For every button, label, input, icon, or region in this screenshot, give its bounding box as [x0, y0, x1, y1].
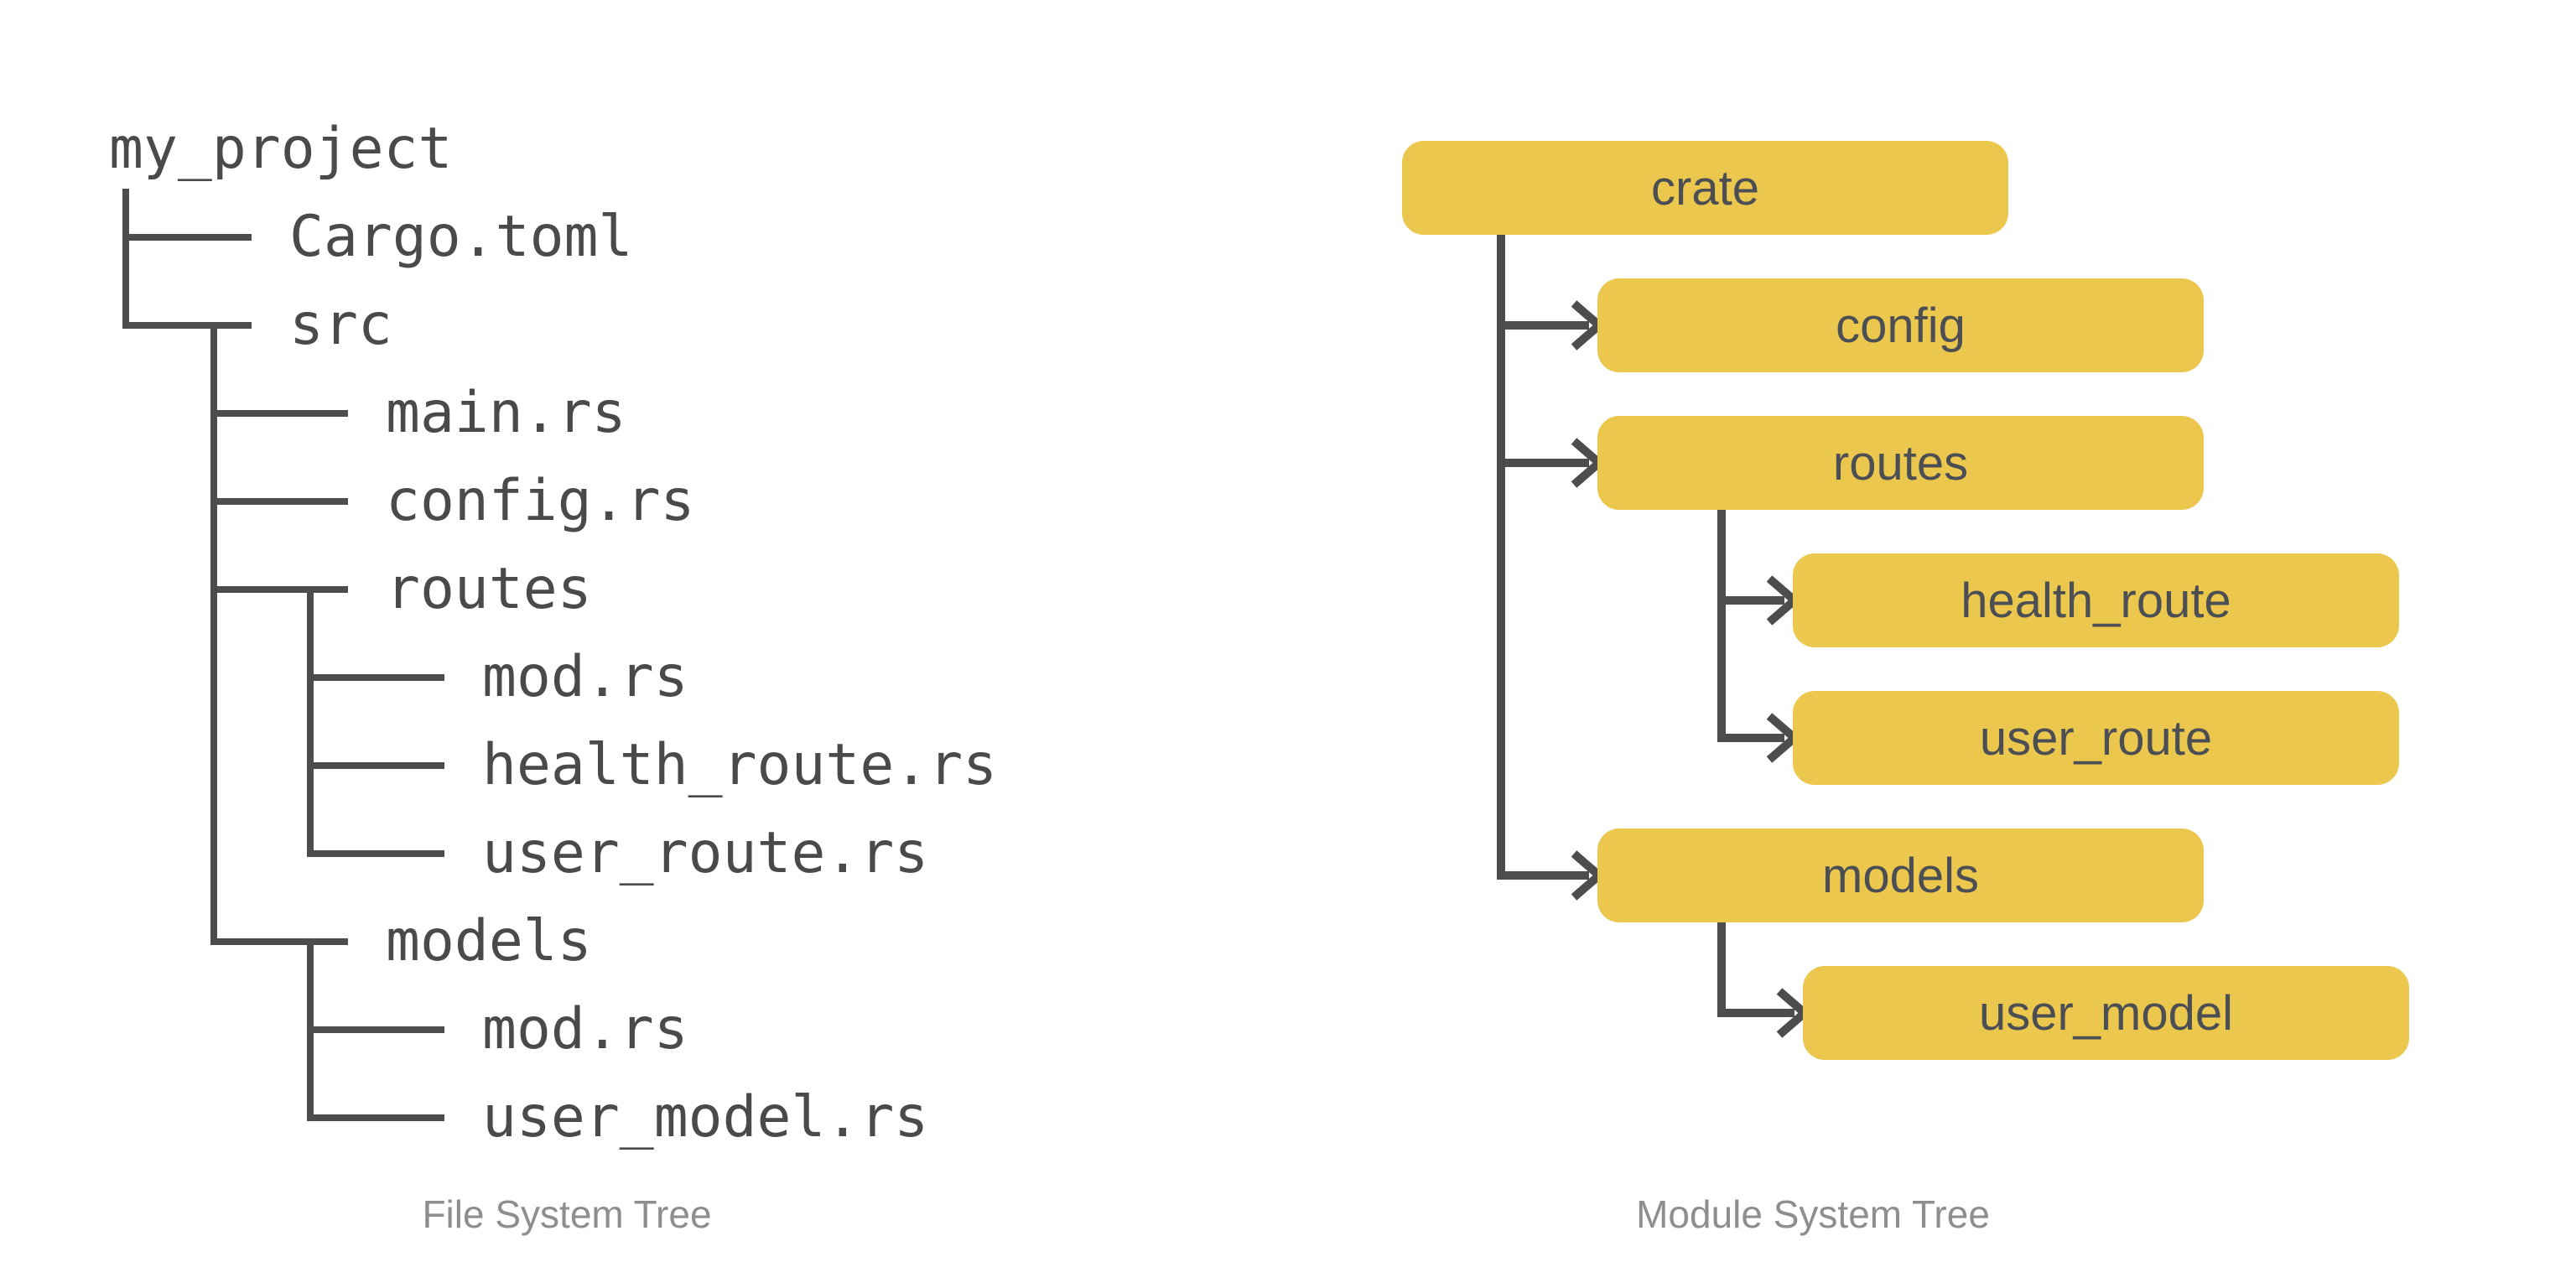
- tree-connector: [307, 762, 444, 769]
- tree-connector: [122, 234, 252, 241]
- module-box-user-route: user_route: [1793, 691, 2399, 785]
- module-box-routes: routes: [1597, 416, 2204, 510]
- fs-row-mod-rs-routes: mod.rs: [482, 644, 688, 710]
- module-box-models: models: [1597, 828, 2204, 922]
- arrowhead-user-route: [1766, 713, 1799, 763]
- tree-connector: [122, 322, 252, 329]
- fs-row-routes: routes: [386, 556, 592, 622]
- tree-connector: [122, 189, 129, 329]
- arrowhead-config: [1571, 300, 1603, 351]
- tree-connector: [210, 322, 217, 945]
- fs-row-health-route-rs: health_route.rs: [482, 732, 998, 798]
- module-tree-caption: Module System Tree: [1636, 1192, 1990, 1236]
- tree-connector: [307, 586, 314, 857]
- fs-row-config-rs: config.rs: [386, 468, 695, 534]
- tree-connector: [210, 938, 348, 945]
- arrowhead-user-model: [1776, 988, 1809, 1038]
- tree-connector: [307, 850, 444, 857]
- tree-connector: [307, 1026, 444, 1033]
- module-box-user-model: user_model: [1803, 966, 2409, 1060]
- module-box-config: config: [1597, 278, 2204, 372]
- file-tree-caption: File System Tree: [422, 1192, 712, 1236]
- tree-connector: [307, 674, 444, 681]
- fs-row-main-rs: main.rs: [386, 380, 626, 446]
- module-box-health-route: health_route: [1793, 553, 2399, 647]
- arrowhead-routes: [1571, 438, 1603, 488]
- fs-row-my-project: my_project: [109, 116, 453, 182]
- tree-connector: [210, 498, 348, 505]
- fs-row-user-model-rs: user_model.rs: [482, 1084, 929, 1150]
- module-box-crate: crate: [1402, 141, 2008, 235]
- fs-row-user-route-rs: user_route.rs: [482, 820, 929, 886]
- fs-row-models: models: [386, 908, 592, 974]
- tree-connector: [307, 1114, 444, 1121]
- fs-row-src: src: [289, 292, 392, 358]
- fs-row-mod-rs-models: mod.rs: [482, 996, 688, 1062]
- arrowhead-models: [1571, 850, 1603, 901]
- fs-row-cargo-toml: Cargo.toml: [289, 204, 633, 270]
- arrowhead-health-route: [1766, 575, 1799, 626]
- tree-connector: [210, 410, 348, 417]
- tree-connector: [210, 586, 348, 593]
